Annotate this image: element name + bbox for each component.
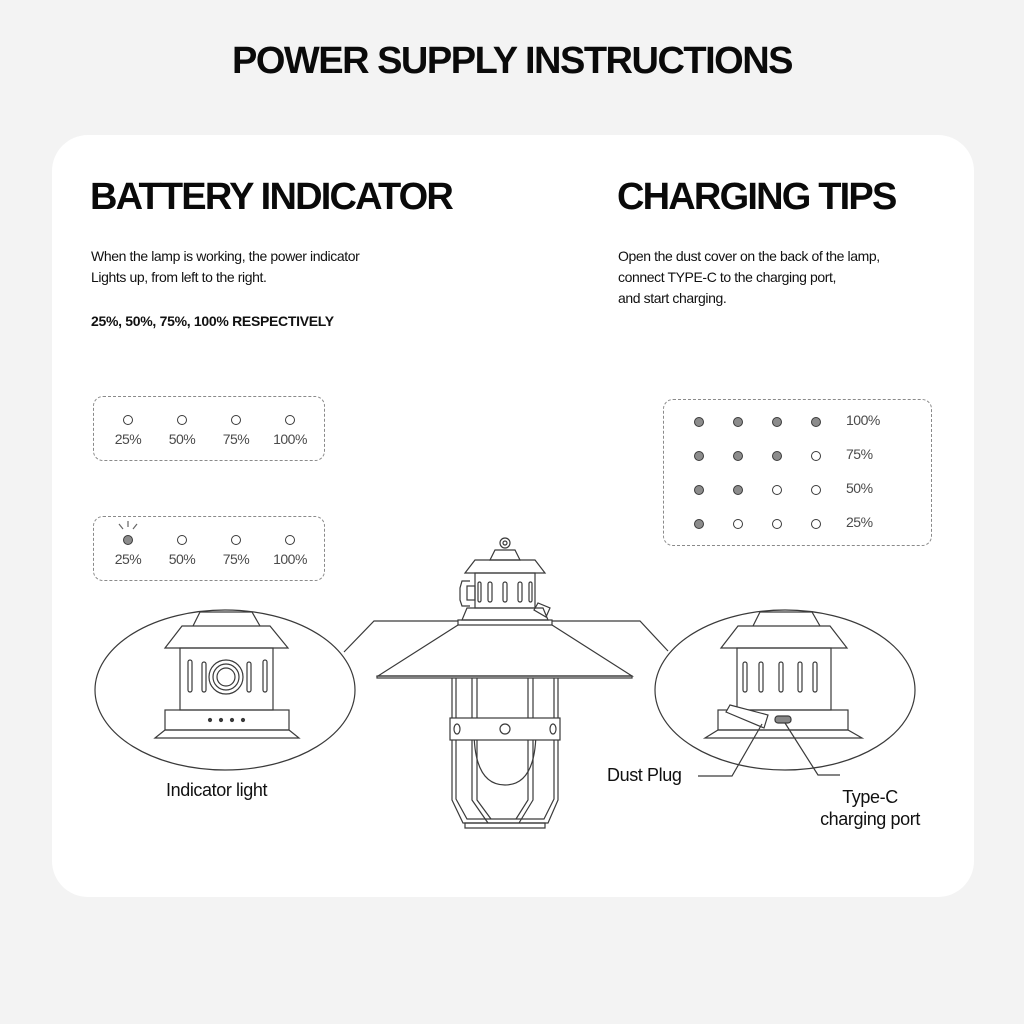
level-dot-lit-icon [772, 451, 782, 461]
respectively-note: 25%, 50%, 75%, 100% RESPECTIVELY [91, 313, 334, 329]
indicator-closeup [94, 609, 356, 771]
charging-description-line: and start charging. [618, 290, 727, 306]
level-dot-lit-icon [772, 417, 782, 427]
level-dot-lit-icon [811, 417, 821, 427]
dust-plug-shape [725, 704, 769, 729]
indicator-dot-off-icon [123, 415, 133, 425]
charging-description-line: Open the dust cover on the back of the l… [618, 248, 880, 264]
indicator-percent-label: 50% [168, 551, 196, 567]
level-label: 100% [846, 412, 880, 428]
type-c-port-label-line1: Type-C [842, 787, 898, 807]
battery-indicator-100pct: 100% [265, 412, 315, 447]
battery-indicator-75pct: 75% [211, 412, 261, 447]
indicator-percent-label: 75% [222, 431, 250, 447]
page-title: POWER SUPPLY INSTRUCTIONS [231, 40, 794, 82]
battery-indicator-25pct: 25% [103, 412, 153, 447]
indicator-percent-label: 100% [273, 431, 307, 447]
battery-description: When the lamp is working, the power indi… [91, 246, 360, 288]
type-c-port-label-line2: charging port [820, 809, 920, 829]
right-callout-connector [552, 620, 669, 652]
indicator-dot-off-icon [231, 415, 241, 425]
battery-description-line: Lights up, from left to the right. [91, 269, 267, 285]
charging-description-line: connect TYPE-C to the charging port, [618, 269, 837, 285]
type-c-port-label: Type-C charging port [800, 786, 940, 830]
indicator-percent-label: 25% [114, 431, 142, 447]
level-dot-off-icon [811, 451, 821, 461]
type-c-leader [784, 722, 840, 776]
dust-plug-leader [698, 723, 763, 777]
charging-tips-heading: CHARGING TIPS [617, 176, 897, 218]
indicator-dot-off-icon [177, 415, 187, 425]
center-lamp [375, 537, 635, 829]
indicator-dot-off-icon [231, 535, 241, 545]
blink-rays-icon [118, 521, 138, 530]
battery-description-line: When the lamp is working, the power indi… [91, 248, 360, 264]
charge-level-table [663, 399, 932, 546]
level-dot-lit-icon [694, 485, 704, 495]
level-dot-lit-icon [733, 451, 743, 461]
level-dot-lit-icon [733, 485, 743, 495]
level-dot-off-icon [772, 519, 782, 529]
battery-indicator-100pct: 100% [265, 532, 315, 567]
level-dot-lit-icon [733, 417, 743, 427]
charging-port-closeup [654, 609, 916, 777]
indicator-light-label: Indicator light [166, 780, 268, 800]
level-dot-off-icon [811, 519, 821, 529]
battery-indicator-heading: BATTERY INDICATOR [90, 176, 454, 218]
level-label: 25% [846, 514, 873, 530]
dust-plug-label: Dust Plug [607, 765, 682, 785]
charging-description: Open the dust cover on the back of the l… [618, 246, 880, 309]
level-dot-lit-icon [694, 417, 704, 427]
left-callout-connector [343, 620, 458, 653]
indicator-percent-label: 50% [168, 431, 196, 447]
indicator-dot-lit-icon [123, 535, 133, 545]
level-label: 50% [846, 480, 873, 496]
level-dot-off-icon [811, 485, 821, 495]
level-label: 75% [846, 446, 873, 462]
indicator-state-first-blinking [93, 516, 325, 581]
indicator-dot-off-icon [285, 535, 295, 545]
level-dot-off-icon [772, 485, 782, 495]
battery-indicator-50pct: 50% [157, 532, 207, 567]
type-c-port-shape [774, 715, 792, 724]
level-dot-off-icon [733, 519, 743, 529]
indicator-state-all-off [93, 396, 325, 461]
battery-indicator-50pct: 50% [157, 412, 207, 447]
battery-indicator-75pct: 75% [211, 532, 261, 567]
indicator-dot-off-icon [285, 415, 295, 425]
indicator-dot-off-icon [177, 535, 187, 545]
indicator-percent-label: 25% [114, 551, 142, 567]
indicator-percent-label: 75% [222, 551, 250, 567]
battery-indicator-25pct: 25% [103, 532, 153, 567]
indicator-percent-label: 100% [273, 551, 307, 567]
level-dot-lit-icon [694, 451, 704, 461]
level-dot-lit-icon [694, 519, 704, 529]
